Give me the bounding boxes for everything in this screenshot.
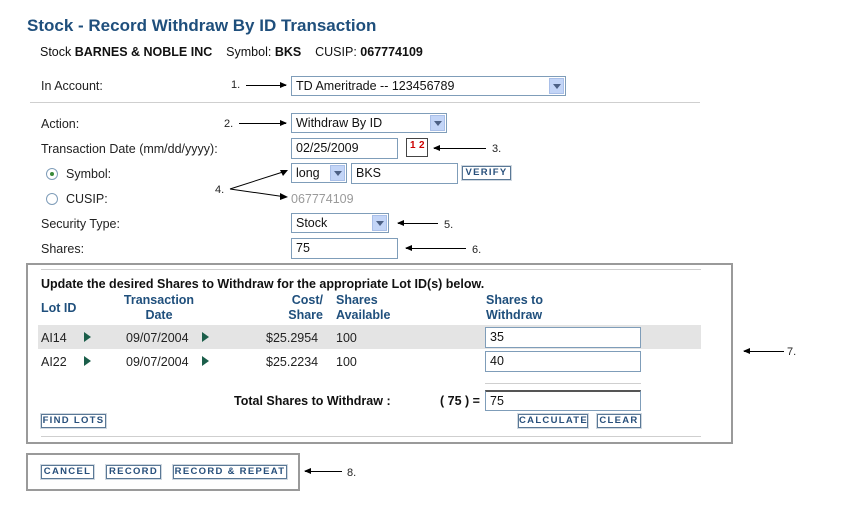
cusip-radio[interactable] bbox=[46, 193, 58, 205]
cusip-label: CUSIP: bbox=[315, 45, 357, 59]
row-available: 100 bbox=[336, 331, 357, 345]
verify-button[interactable]: VERIFY bbox=[461, 165, 512, 181]
header-shares-available-line1: Shares bbox=[336, 293, 378, 307]
stock-symbol: BKS bbox=[274, 45, 302, 59]
annotation-2: 2. bbox=[224, 118, 234, 130]
header-transaction-date: Transaction Date bbox=[112, 293, 206, 323]
symbol-type-select[interactable]: long bbox=[291, 163, 347, 183]
annotation-arrow-icon bbox=[433, 145, 486, 151]
annotation-7: 7. bbox=[787, 346, 797, 358]
annotation-8: 8. bbox=[347, 467, 357, 479]
date-label: Transaction Date (mm/dd/yyyy): bbox=[41, 142, 218, 156]
divider bbox=[485, 383, 641, 384]
symbol-radio[interactable] bbox=[46, 168, 58, 180]
dropdown-arrow-icon[interactable] bbox=[330, 165, 345, 181]
calendar-icon[interactable]: 1 2 bbox=[406, 138, 428, 157]
header-shares-to-withdraw-line1: Shares to bbox=[486, 293, 543, 307]
account-label: In Account: bbox=[41, 79, 103, 93]
header-cost-share: Cost/ Share bbox=[270, 293, 323, 323]
annotation-arrow-icon bbox=[239, 120, 287, 126]
stock-info: Stock BARNES & NOBLE INC Symbol: BKS CUS… bbox=[40, 45, 423, 59]
row-date: 09/07/2004 bbox=[126, 355, 189, 369]
calculate-button[interactable]: CALCULATE bbox=[517, 413, 589, 429]
header-cost-share-line1: Cost/ bbox=[291, 293, 323, 307]
header-transaction-date-line1: Transaction bbox=[123, 293, 195, 307]
annotation-4: 4. bbox=[215, 184, 225, 196]
header-transaction-date-line2: Date bbox=[145, 308, 173, 322]
divider bbox=[41, 269, 701, 270]
account-select[interactable]: TD Ameritrade -- 123456789 bbox=[291, 76, 566, 96]
annotation-arrow-icon bbox=[304, 468, 342, 474]
header-shares-available: Shares Available bbox=[336, 293, 390, 323]
row-cost: $25.2954 bbox=[266, 331, 319, 345]
dropdown-arrow-icon[interactable] bbox=[430, 115, 445, 131]
row-lot-id: AI22 bbox=[41, 355, 67, 369]
calendar-digit: 1 bbox=[410, 140, 416, 151]
header-shares-to-withdraw-line2: Withdraw bbox=[486, 308, 543, 322]
divider bbox=[30, 102, 700, 103]
annotation-arrow-icon bbox=[405, 245, 466, 251]
annotation-3: 3. bbox=[492, 143, 502, 155]
divider bbox=[41, 436, 701, 437]
action-select[interactable]: Withdraw By ID bbox=[291, 113, 447, 133]
lots-panel bbox=[26, 263, 733, 444]
security-type-select[interactable]: Stock bbox=[291, 213, 389, 233]
total-label: Total Shares to Withdraw : bbox=[234, 394, 391, 408]
actions-panel bbox=[26, 453, 300, 491]
clear-button[interactable]: CLEAR bbox=[596, 413, 642, 429]
stock-cusip: 067774109 bbox=[360, 45, 423, 59]
symbol-label: Symbol: bbox=[226, 45, 272, 59]
annotation-arrow-icon bbox=[743, 348, 784, 354]
annotation-arrow-icon bbox=[397, 220, 438, 226]
action-label: Action: bbox=[41, 117, 80, 131]
page-title: Stock - Record Withdraw By ID Transactio… bbox=[27, 16, 377, 35]
dropdown-arrow-icon[interactable] bbox=[549, 78, 564, 94]
cusip-value: 067774109 bbox=[291, 192, 354, 206]
symbol-type-value: long bbox=[296, 166, 320, 180]
record-repeat-button[interactable]: RECORD & REPEAT bbox=[172, 464, 288, 480]
account-select-value: TD Ameritrade -- 123456789 bbox=[296, 79, 455, 93]
lots-instruction: Update the desired Shares to Withdraw fo… bbox=[41, 277, 485, 291]
shares-label: Shares: bbox=[41, 242, 85, 256]
row-withdraw-input[interactable]: 35 bbox=[485, 327, 641, 348]
security-type-label: Security Type: bbox=[41, 217, 120, 231]
row-available: 100 bbox=[336, 355, 357, 369]
lot-expand-arrow-icon[interactable] bbox=[84, 356, 91, 366]
transaction-date-input[interactable]: 02/25/2009 bbox=[291, 138, 398, 159]
row-date: 09/07/2004 bbox=[126, 331, 189, 345]
lot-expand-arrow-icon[interactable] bbox=[84, 332, 91, 342]
stock-prefix: Stock bbox=[40, 45, 72, 59]
calendar-digit: 2 bbox=[419, 140, 425, 151]
row-lot-id: AI14 bbox=[41, 331, 67, 345]
find-lots-button[interactable]: FIND LOTS bbox=[40, 413, 107, 429]
action-select-value: Withdraw By ID bbox=[296, 116, 383, 130]
dropdown-arrow-icon[interactable] bbox=[372, 215, 387, 231]
shares-input[interactable]: 75 bbox=[291, 238, 398, 259]
record-button[interactable]: RECORD bbox=[105, 464, 162, 480]
cancel-button[interactable]: CANCEL bbox=[40, 464, 95, 480]
header-lot-id: Lot ID bbox=[41, 301, 77, 315]
row-withdraw-input[interactable]: 40 bbox=[485, 351, 641, 372]
header-cost-share-line2: Share bbox=[288, 308, 323, 322]
symbol-input[interactable]: BKS bbox=[351, 163, 458, 184]
security-type-value: Stock bbox=[296, 216, 328, 230]
header-shares-available-line2: Available bbox=[336, 308, 391, 322]
row-cost: $25.2234 bbox=[266, 355, 319, 369]
header-shares-to-withdraw: Shares to Withdraw bbox=[486, 293, 543, 323]
symbol-radio-label: Symbol: bbox=[66, 167, 112, 181]
total-expected: ( 75 ) = bbox=[440, 394, 480, 408]
lot-expand-arrow-icon[interactable] bbox=[202, 332, 209, 342]
annotation-5: 5. bbox=[444, 219, 454, 231]
cusip-radio-label: CUSIP: bbox=[66, 192, 108, 206]
annotation-arrow-icon bbox=[246, 82, 287, 88]
lot-expand-arrow-icon[interactable] bbox=[202, 356, 209, 366]
total-withdraw-input[interactable]: 75 bbox=[485, 390, 641, 411]
annotation-6: 6. bbox=[472, 244, 482, 256]
annotation-arrow-icon bbox=[229, 170, 288, 200]
annotation-1: 1. bbox=[231, 79, 241, 91]
stock-name: BARNES & NOBLE INC bbox=[74, 45, 213, 59]
